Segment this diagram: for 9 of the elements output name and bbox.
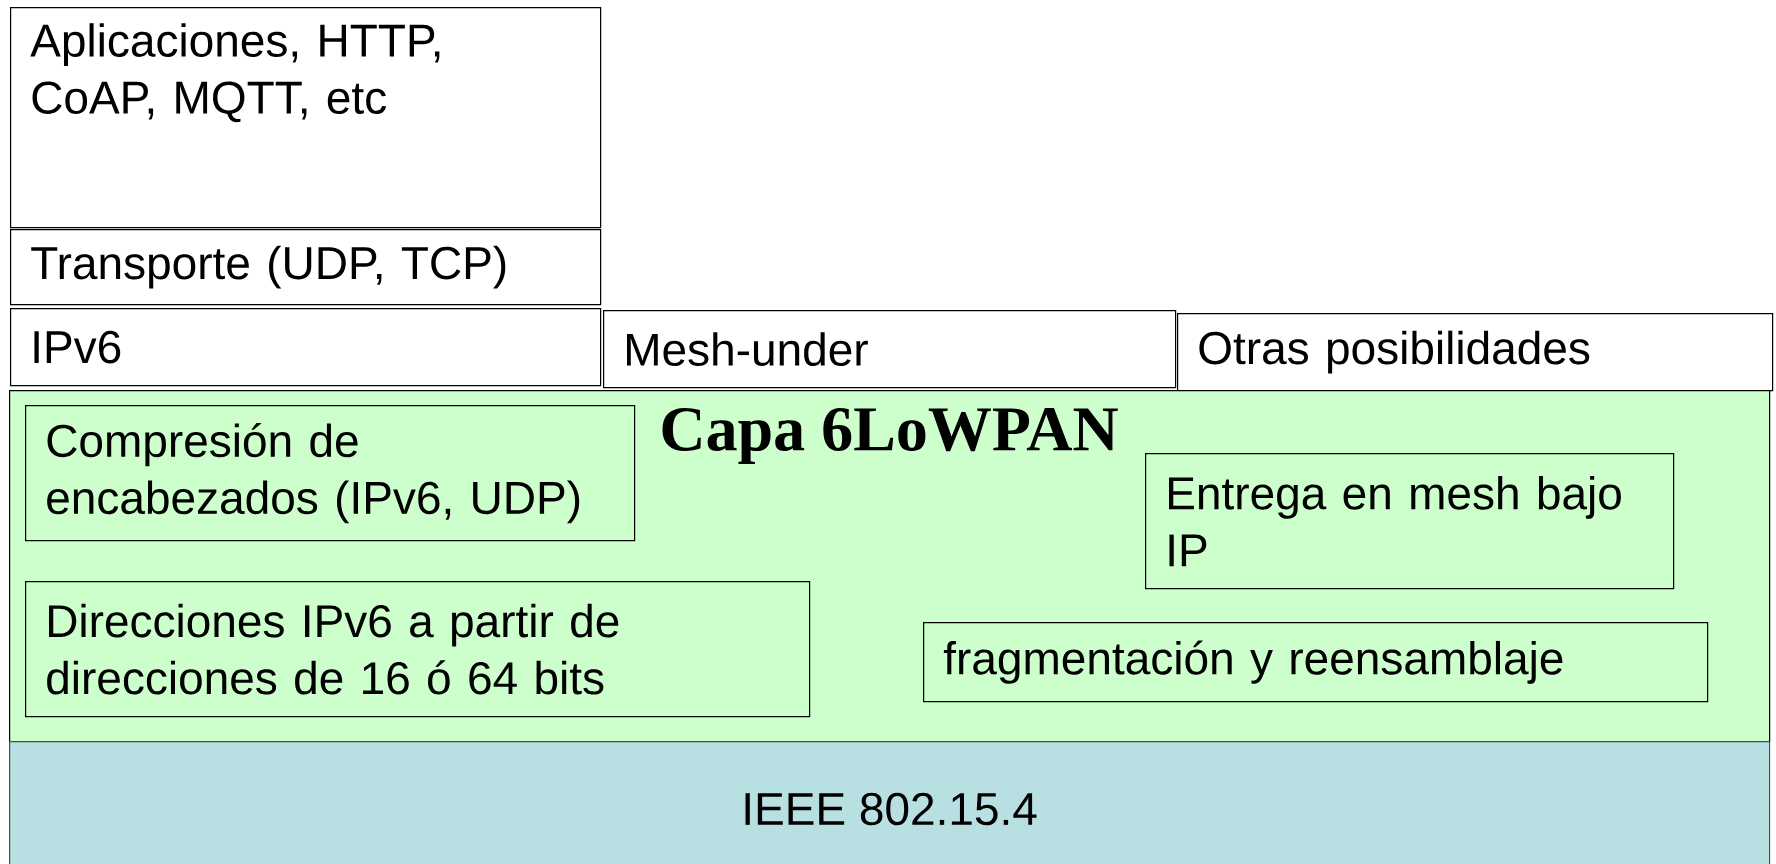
- function-box: Direcciones IPv6 a partir de direcciones de 16 ó 64 bits: [25, 581, 811, 718]
- function-box: Compresión de encabezados (IPv6, UDP): [25, 405, 636, 542]
- function-box: fragmentación y reensamblaje: [923, 622, 1709, 703]
- layer-box: Mesh-under: [603, 310, 1177, 389]
- layer-box: Transporte (UDP, TCP): [10, 229, 602, 306]
- function-box: Entrega en mesh bajo IP: [1145, 453, 1675, 590]
- layer-box: IPv6: [10, 308, 602, 387]
- layer-band: IEEE 802.15.4: [9, 741, 1771, 864]
- layer-box: Otras posibilidades: [1177, 313, 1774, 392]
